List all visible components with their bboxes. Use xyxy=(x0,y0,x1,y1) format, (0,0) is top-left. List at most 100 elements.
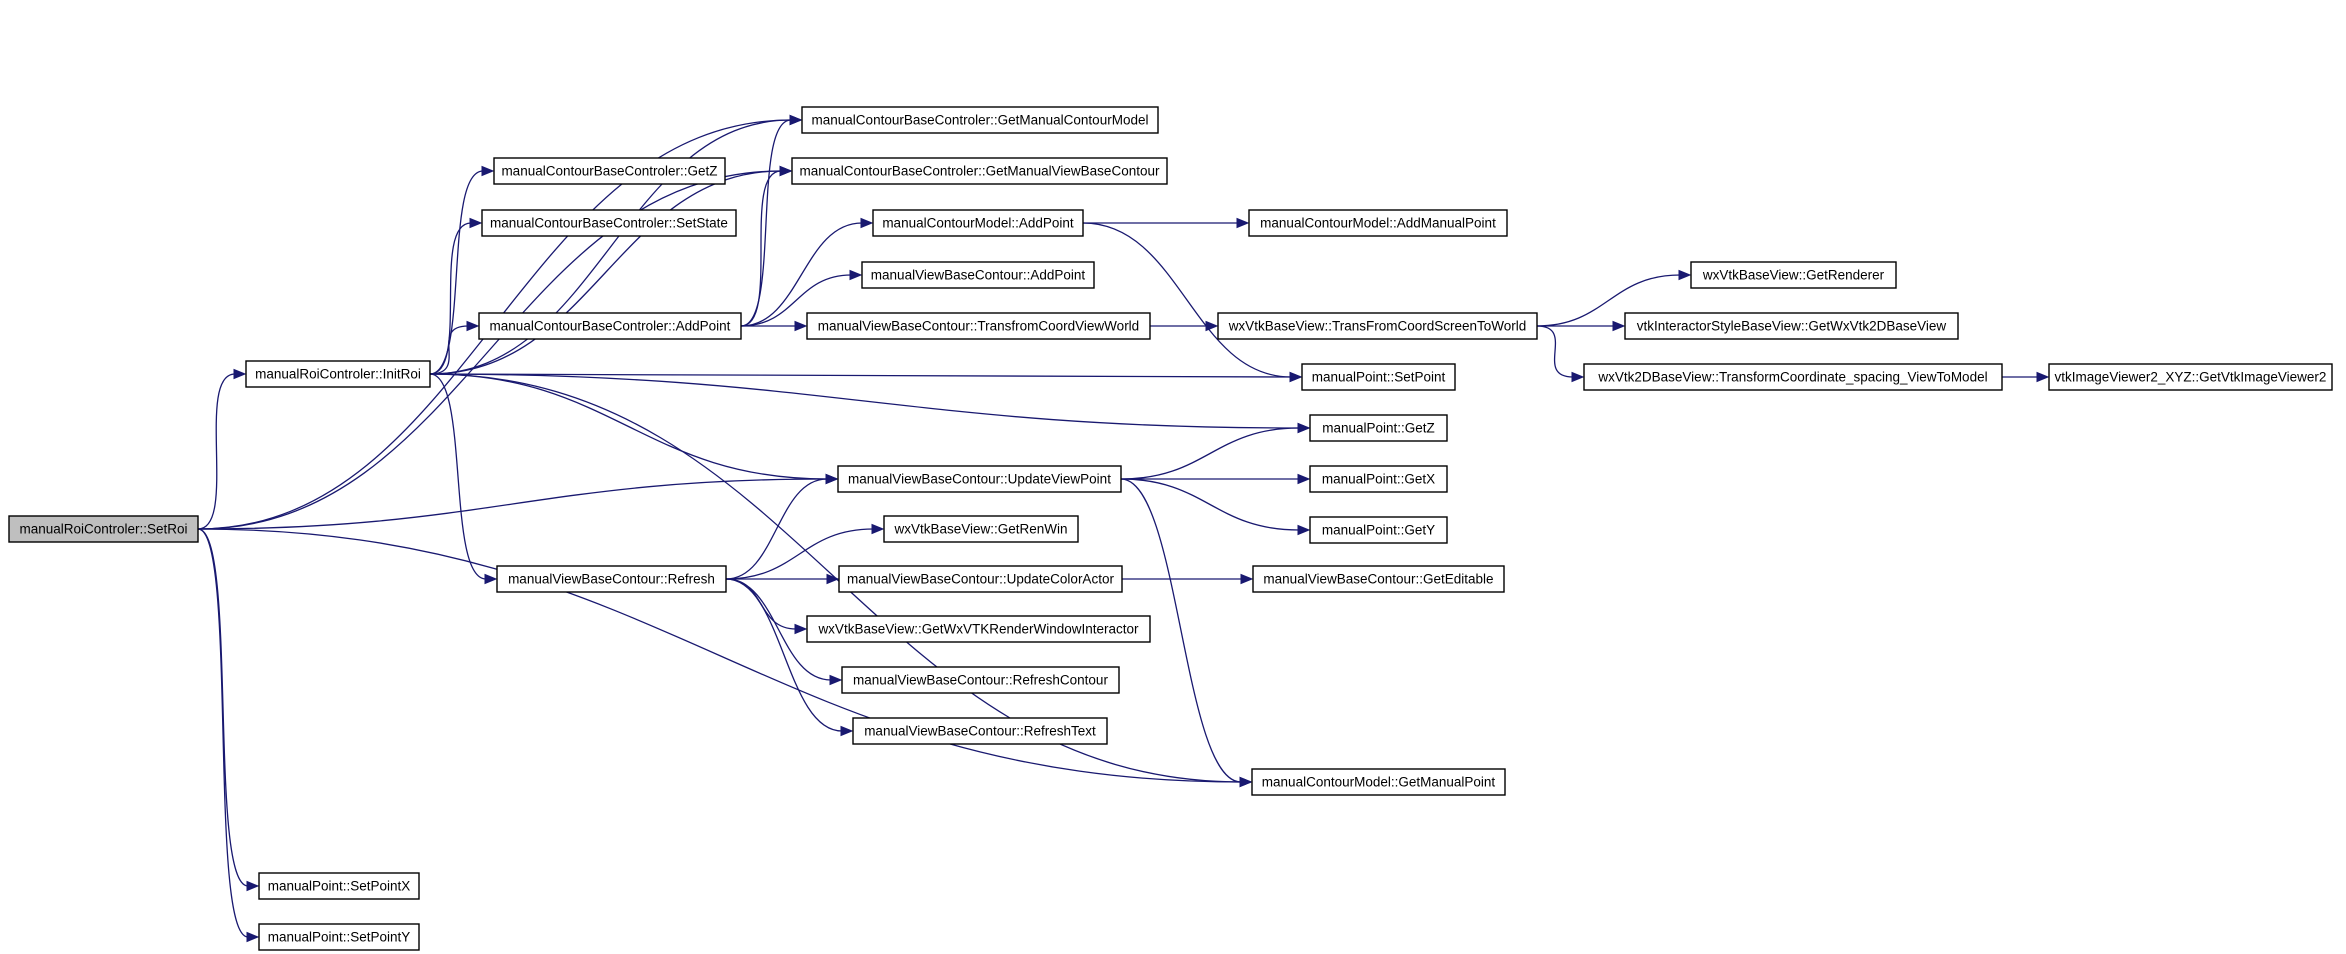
node-label: manualViewBaseContour::UpdateColorActor xyxy=(847,572,1114,587)
edge-line xyxy=(429,119,792,375)
node-manualpoint-setpointx[interactable]: manualPoint::SetPointX xyxy=(258,872,420,900)
node-label: wxVtk2DBaseView::TransformCoordinate_spa… xyxy=(1597,370,1987,385)
node-manualviewbasecontour-updateviewpoint[interactable]: manualViewBaseContour::UpdateViewPoint xyxy=(837,465,1122,493)
node-manualviewbasecontour-refresh[interactable]: manualViewBaseContour::Refresh xyxy=(496,565,727,593)
arrowhead-icon xyxy=(1205,320,1219,332)
node-label: vtkImageViewer2_XYZ::GetVtkImageViewer2 xyxy=(2055,370,2327,385)
node-manualpoint-gety[interactable]: manualPoint::GetY xyxy=(1309,516,1448,544)
edge-line xyxy=(740,222,863,327)
edge-refresh-to-updatecoloractor xyxy=(726,573,840,585)
node-vtkimageviewer2-xyz-getvtkimageviewer2[interactable]: vtkImageViewer2_XYZ::GetVtkImageViewer2 xyxy=(2048,363,2333,391)
arrowhead-icon xyxy=(484,573,498,585)
edge-line xyxy=(1536,325,1574,378)
arrowhead-icon xyxy=(246,931,260,943)
node-manualpoint-setpoint[interactable]: manualPoint::SetPoint xyxy=(1301,363,1456,391)
node-manualpoint-getx[interactable]: manualPoint::GetX xyxy=(1309,465,1448,493)
edge-line xyxy=(429,373,828,480)
edge-addpoint_ctrl-to-getmanualcontourmodel xyxy=(740,114,803,327)
node-box[interactable] xyxy=(837,465,1122,493)
node-box[interactable] xyxy=(2048,363,2333,391)
node-box[interactable] xyxy=(258,923,420,951)
edge-initroi-to-addpoint_ctrl xyxy=(429,320,480,375)
edge-line xyxy=(197,170,782,530)
node-manualviewbasecontour-geteditable[interactable]: manualViewBaseContour::GetEditable xyxy=(1252,565,1505,593)
edge-addpoint_ctrl-to-addpoint_model xyxy=(740,217,874,327)
edge-transformcoordinate-to-getvtkimageviewer2 xyxy=(2002,371,2050,383)
node-box[interactable] xyxy=(1248,209,1508,237)
node-box[interactable] xyxy=(8,515,199,543)
node-manualviewbasecontour-addpoint[interactable]: manualViewBaseContour::AddPoint xyxy=(861,261,1095,289)
node-manualcontourbasecontroler-getmanualviewbasecontour[interactable]: manualContourBaseControler::GetManualVie… xyxy=(791,157,1168,185)
edge-line xyxy=(725,478,828,580)
node-label: manualPoint::GetZ xyxy=(1322,421,1435,436)
node-box[interactable] xyxy=(1690,261,1897,289)
node-box[interactable] xyxy=(872,209,1084,237)
node-box[interactable] xyxy=(258,872,420,900)
node-label: wxVtkBaseView::GetRenderer xyxy=(1702,268,1885,283)
node-wxvtkbaseview-getrenwin[interactable]: wxVtkBaseView::GetRenWin xyxy=(883,515,1079,543)
node-box[interactable] xyxy=(1583,363,2003,391)
arrowhead-icon xyxy=(779,165,793,177)
node-box[interactable] xyxy=(841,666,1120,694)
arrowhead-icon xyxy=(1678,269,1692,281)
node-manualviewbasecontour-refreshcontour[interactable]: manualViewBaseContour::RefreshContour xyxy=(841,666,1120,694)
arrowhead-icon xyxy=(1240,573,1254,585)
node-vtkinteractorstylebaseview-getwxvtk2dbaseview[interactable]: vtkInteractorStyleBaseView::GetWxVtk2DBa… xyxy=(1624,312,1959,340)
node-manualcontourmodel-addpoint[interactable]: manualContourModel::AddPoint xyxy=(872,209,1084,237)
node-box[interactable] xyxy=(496,565,727,593)
node-label: manualContourBaseControler::GetManualCon… xyxy=(812,113,1149,128)
node-box[interactable] xyxy=(806,615,1151,643)
node-manualroicontroler-initroi[interactable]: manualRoiControler::InitRoi xyxy=(245,360,431,388)
node-wxvtkbaseview-getrenderer[interactable]: wxVtkBaseView::GetRenderer xyxy=(1690,261,1897,289)
edge-initroi-to-updateviewpoint xyxy=(429,373,839,485)
node-manualcontourbasecontroler-getmanualcontourmodel[interactable]: manualContourBaseControler::GetManualCon… xyxy=(801,106,1159,134)
node-manualpoint-setpointy[interactable]: manualPoint::SetPointY xyxy=(258,923,420,951)
node-box[interactable] xyxy=(1624,312,1959,340)
node-wxvtk2dbaseview-transformcoordinate-spacing-viewtomodel[interactable]: wxVtk2DBaseView::TransformCoordinate_spa… xyxy=(1583,363,2003,391)
node-wxvtkbaseview-transfromcoordscreentoworld[interactable]: wxVtkBaseView::TransFromCoordScreenToWor… xyxy=(1217,312,1538,340)
edge-line xyxy=(725,578,843,732)
node-box[interactable] xyxy=(861,261,1095,289)
arrowhead-icon xyxy=(1571,371,1585,383)
node-manualviewbasecontour-updatecoloractor[interactable]: manualViewBaseContour::UpdateColorActor xyxy=(838,565,1123,593)
arrowhead-icon xyxy=(849,269,863,281)
node-label: manualViewBaseContour::Refresh xyxy=(508,572,715,587)
node-box[interactable] xyxy=(1217,312,1538,340)
node-box[interactable] xyxy=(1301,363,1456,391)
node-label: manualContourBaseControler::GetManualVie… xyxy=(800,164,1160,179)
node-manualroicontroler-setroi[interactable]: manualRoiControler::SetRoi xyxy=(8,515,199,543)
node-box[interactable] xyxy=(838,565,1123,593)
node-box[interactable] xyxy=(1309,465,1448,493)
node-manualcontourbasecontroler-setstate[interactable]: manualContourBaseControler::SetState xyxy=(481,209,737,237)
node-box[interactable] xyxy=(1309,516,1448,544)
arrowhead-icon xyxy=(794,320,808,332)
node-box[interactable] xyxy=(883,515,1079,543)
node-manualpoint-getz[interactable]: manualPoint::GetZ xyxy=(1309,414,1448,442)
node-wxvtkbaseview-getwxvtkrenderwindowinteractor[interactable]: wxVtkBaseView::GetWxVTKRenderWindowInter… xyxy=(806,615,1151,643)
node-box[interactable] xyxy=(801,106,1159,134)
node-box[interactable] xyxy=(478,312,742,340)
node-box[interactable] xyxy=(1251,768,1506,796)
node-box[interactable] xyxy=(1309,414,1448,442)
node-manualcontourbasecontroler-getz[interactable]: manualContourBaseControler::GetZ xyxy=(493,157,726,185)
edge-initroi-to-setpoint xyxy=(429,371,1303,383)
node-box[interactable] xyxy=(1252,565,1505,593)
edge-line xyxy=(429,373,1292,378)
node-box[interactable] xyxy=(791,157,1168,185)
edge-refresh-to-updateviewpoint xyxy=(725,473,839,580)
node-manualcontourmodel-getmanualpoint[interactable]: manualContourModel::GetManualPoint xyxy=(1251,768,1506,796)
node-box[interactable] xyxy=(481,209,737,237)
node-box[interactable] xyxy=(806,312,1151,340)
node-manualviewbasecontour-transfromcoordviewworld[interactable]: manualViewBaseContour::TransfromCoordVie… xyxy=(806,312,1151,340)
edge-line xyxy=(197,528,249,938)
node-manualcontourmodel-addmanualpoint[interactable]: manualContourModel::AddManualPoint xyxy=(1248,209,1508,237)
edge-addpoint_model-to-setpoint xyxy=(1082,222,1303,383)
edge-line xyxy=(740,274,852,327)
node-box[interactable] xyxy=(852,717,1108,745)
edge-transfromcoordscreen-to-getrenderer xyxy=(1536,269,1692,327)
node-manualcontourbasecontroler-addpoint[interactable]: manualContourBaseControler::AddPoint xyxy=(478,312,742,340)
node-box[interactable] xyxy=(493,157,726,185)
node-box[interactable] xyxy=(245,360,431,388)
node-manualviewbasecontour-refreshtext[interactable]: manualViewBaseContour::RefreshText xyxy=(852,717,1108,745)
edge-initroi-to-getz_ctrl xyxy=(429,165,495,375)
